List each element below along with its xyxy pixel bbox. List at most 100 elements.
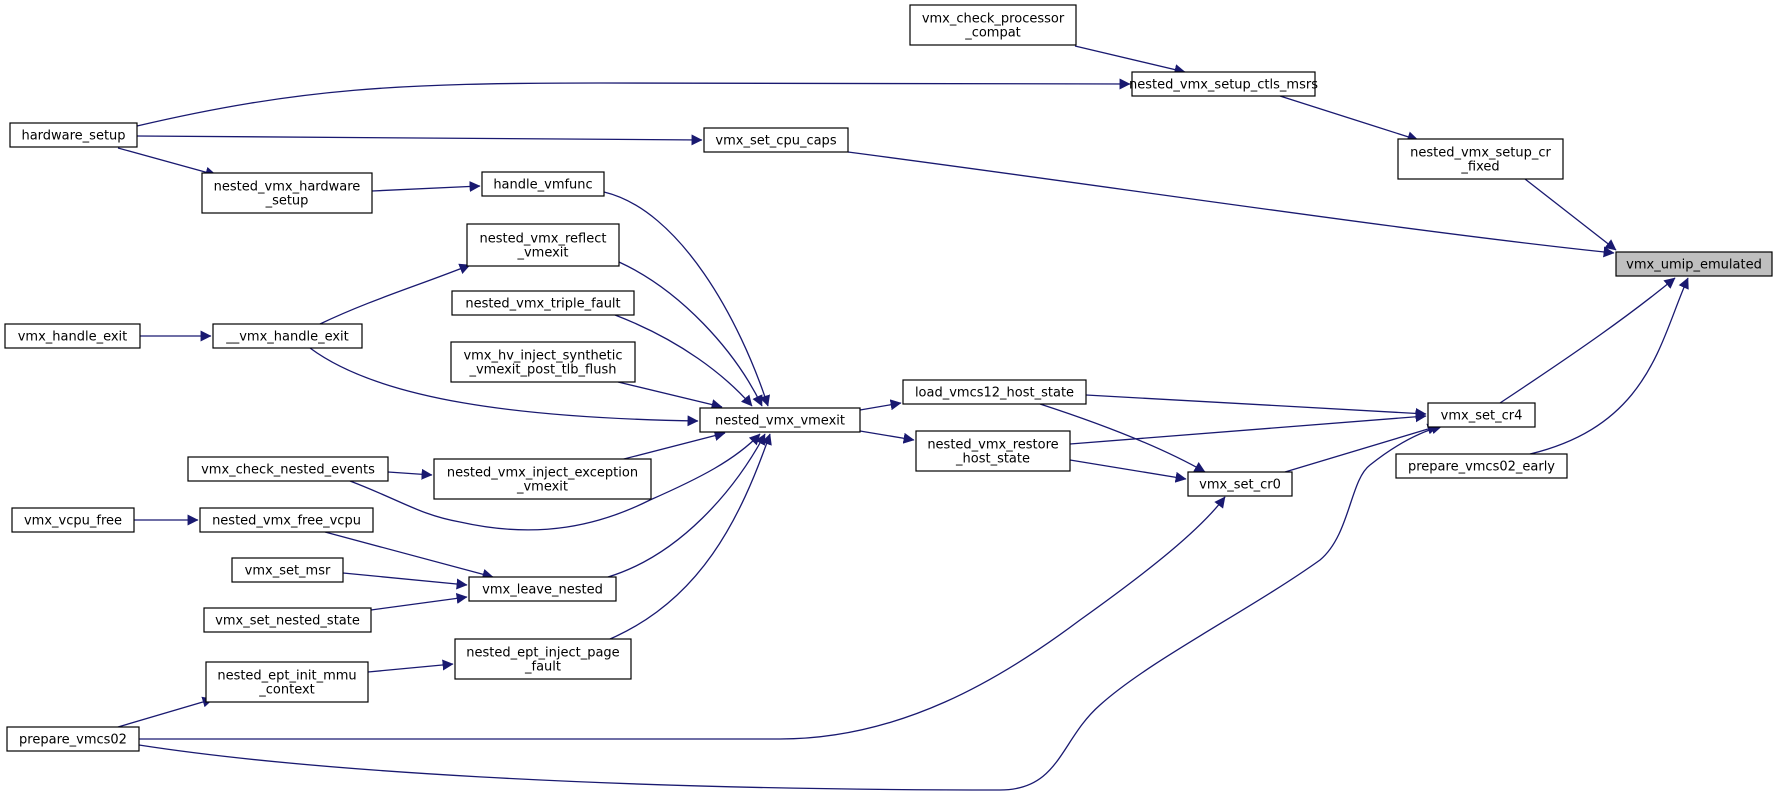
node-box <box>1615 251 1773 277</box>
node-box <box>703 127 849 153</box>
node-label: vmx_set_cr4 <box>1441 409 1523 424</box>
node-box <box>199 507 374 533</box>
node-nested_vmx_vmexit[interactable]: nested_vmx_vmexit <box>699 407 861 433</box>
node-label: __vmx_handle_exit <box>225 330 349 345</box>
node-label: vmx_check_nested_events <box>201 463 375 478</box>
node-box <box>466 223 620 267</box>
node-label: vmx_hv_inject_synthetic <box>463 349 622 364</box>
node-vmx_vcpu_free[interactable]: vmx_vcpu_free <box>11 507 135 533</box>
node-label: _vmexit <box>516 246 568 261</box>
edge-load_vmcs12_host_state-to-vmx_set_cr0 <box>1039 403 1206 473</box>
node-nested_vmx_setup_ctls_msrs[interactable]: nested_vmx_setup_ctls_msrs <box>1129 71 1318 97</box>
node-label: nested_vmx_inject_exception <box>447 466 638 481</box>
node-label: nested_ept_inject_page <box>466 646 619 661</box>
node-nested_vmx_inject_exception_vmexit[interactable]: nested_vmx_inject_exception_vmexit <box>433 458 652 500</box>
node-box <box>1187 471 1293 497</box>
node-vmx_check_processor_compat[interactable]: vmx_check_processor_compat <box>909 4 1077 46</box>
node-nested_vmx_hardware_setup[interactable]: nested_vmx_hardware_setup <box>201 172 373 214</box>
node-box <box>9 122 138 148</box>
node-label: nested_vmx_triple_fault <box>465 297 620 312</box>
node-box <box>699 407 861 433</box>
node-label: vmx_vcpu_free <box>24 514 122 529</box>
edge-prepare_vmcs02_early-to-vmx_umip_emulated <box>1529 277 1689 455</box>
edge-vmx_set_msr-to-vmx_leave_nested <box>342 572 468 590</box>
node-label: vmx_check_processor <box>922 12 1065 27</box>
node-prepare_vmcs02_early[interactable]: prepare_vmcs02_early <box>1395 453 1568 479</box>
edge-nested_vmx_vmexit-to-load_vmcs12_host_state <box>859 399 902 411</box>
edge-nested_ept_inject_page_fault-to-nested_vmx_vmexit <box>609 433 772 640</box>
edge-hardware_setup-to-vmx_set_cpu_caps <box>136 134 703 146</box>
edge-__vmx_handle_exit-to-nested_vmx_reflect_vmexit <box>319 263 471 325</box>
node-box <box>231 557 344 583</box>
node-nested_ept_init_mmu_context[interactable]: nested_ept_init_mmu_context <box>205 661 369 703</box>
node-vmx_umip_emulated[interactable]: vmx_umip_emulated <box>1615 251 1773 277</box>
node-box <box>4 323 141 349</box>
edge-hardware_setup-to-nested_vmx_setup_ctls_msrs <box>136 78 1131 127</box>
node-label: _context <box>258 683 315 698</box>
edge-nested_vmx_vmexit-to-nested_vmx_restore_host_state <box>859 430 915 444</box>
node-vmx_set_cr0[interactable]: vmx_set_cr0 <box>1187 471 1293 497</box>
edge-layer <box>117 45 1689 791</box>
node-label: nested_vmx_hardware <box>214 180 361 195</box>
node-nested_vmx_restore_host_state[interactable]: nested_vmx_restore_host_state <box>915 430 1071 472</box>
node-box <box>187 456 389 482</box>
node-label: _compat <box>964 26 1021 41</box>
node-prepare_vmcs02[interactable]: prepare_vmcs02 <box>6 726 140 752</box>
edge-nested_ept_init_mmu_context-to-nested_ept_inject_page_fault <box>367 659 454 673</box>
node-__vmx_handle_exit[interactable]: __vmx_handle_exit <box>212 323 363 349</box>
node-label: _fixed <box>1460 160 1499 175</box>
node-nested_vmx_free_vcpu[interactable]: nested_vmx_free_vcpu <box>199 507 374 533</box>
edge-nested_vmx_restore_host_state-to-vmx_set_cr0 <box>1069 459 1187 483</box>
edge-vmx_check_nested_events-to-nested_vmx_inject_exception_vmexit <box>387 468 433 480</box>
node-vmx_set_msr[interactable]: vmx_set_msr <box>231 557 344 583</box>
node-box <box>205 661 369 703</box>
node-nested_vmx_setup_cr_fixed[interactable]: nested_vmx_setup_cr_fixed <box>1397 138 1564 180</box>
node-label: _host_state <box>955 452 1030 467</box>
node-vmx_check_nested_events[interactable]: vmx_check_nested_events <box>187 456 389 482</box>
node-load_vmcs12_host_state[interactable]: load_vmcs12_host_state <box>902 379 1087 405</box>
node-vmx_handle_exit[interactable]: vmx_handle_exit <box>4 323 141 349</box>
node-label: prepare_vmcs02 <box>19 733 127 748</box>
node-nested_vmx_reflect_vmexit[interactable]: nested_vmx_reflect_vmexit <box>466 223 620 267</box>
node-label: handle_vmfunc <box>493 178 592 193</box>
node-box <box>11 507 135 533</box>
node-label: vmx_umip_emulated <box>1626 258 1762 273</box>
edge-load_vmcs12_host_state-to-vmx_set_cr4 <box>1085 394 1427 419</box>
node-handle_vmfunc[interactable]: handle_vmfunc <box>481 171 605 197</box>
node-vmx_leave_nested[interactable]: vmx_leave_nested <box>468 576 617 602</box>
edge-vmx_set_cpu_caps-to-vmx_umip_emulated <box>847 151 1615 258</box>
node-box <box>909 4 1077 46</box>
edge-nested_vmx_hardware_setup-to-handle_vmfunc <box>371 180 481 192</box>
edge-vmx_check_processor_compat-to-nested_vmx_setup_ctls_msrs <box>1074 45 1186 75</box>
edge-nested_vmx_setup_cr_fixed-to-vmx_umip_emulated <box>1524 178 1617 251</box>
edge-vmx_set_nested_state-to-vmx_leave_nested <box>370 592 468 611</box>
node-vmx_set_cr4[interactable]: vmx_set_cr4 <box>1427 402 1536 428</box>
node-label: nested_vmx_reflect <box>480 232 607 247</box>
node-nested_ept_inject_page_fault[interactable]: nested_ept_inject_page_fault <box>454 638 632 680</box>
edge-nested_vmx_setup_ctls_msrs-to-nested_vmx_setup_cr_fixed <box>1279 95 1419 143</box>
edge-vmx_check_nested_events-to-nested_vmx_vmexit <box>349 433 761 531</box>
edge-prepare_vmcs02-to-vmx_set_cr0 <box>139 496 1226 740</box>
node-hardware_setup[interactable]: hardware_setup <box>9 122 138 148</box>
node-nested_vmx_triple_fault[interactable]: nested_vmx_triple_fault <box>451 290 635 316</box>
node-vmx_set_cpu_caps[interactable]: vmx_set_cpu_caps <box>703 127 849 153</box>
node-vmx_set_nested_state[interactable]: vmx_set_nested_state <box>203 607 372 633</box>
node-label: vmx_set_cr0 <box>1199 478 1281 493</box>
node-label: nested_vmx_setup_ctls_msrs <box>1129 78 1318 93</box>
node-vmx_hv_inject_synthetic[interactable]: vmx_hv_inject_synthetic_vmexit_post_tlb_… <box>450 341 636 383</box>
edge-nested_vmx_triple_fault-to-nested_vmx_vmexit <box>614 314 753 407</box>
node-label: vmx_set_msr <box>245 564 331 579</box>
edge-prepare_vmcs02-to-nested_ept_init_mmu_context <box>117 696 214 728</box>
node-label: prepare_vmcs02_early <box>1408 460 1555 475</box>
node-label: _vmexit <box>516 480 568 495</box>
edge-vmx_set_cr4-to-vmx_umip_emulated <box>1499 277 1676 404</box>
node-label: _fault <box>524 660 561 675</box>
node-label: vmx_set_cpu_caps <box>715 134 836 149</box>
edge-vmx_set_cr0-to-vmx_set_cr4 <box>1284 423 1439 473</box>
node-label: nested_ept_init_mmu <box>217 669 356 684</box>
node-label: hardware_setup <box>21 129 125 144</box>
node-box <box>433 458 652 500</box>
node-label: load_vmcs12_host_state <box>915 386 1074 401</box>
edge-nested_vmx_inject_exception_vmexit-to-nested_vmx_vmexit <box>619 430 726 461</box>
